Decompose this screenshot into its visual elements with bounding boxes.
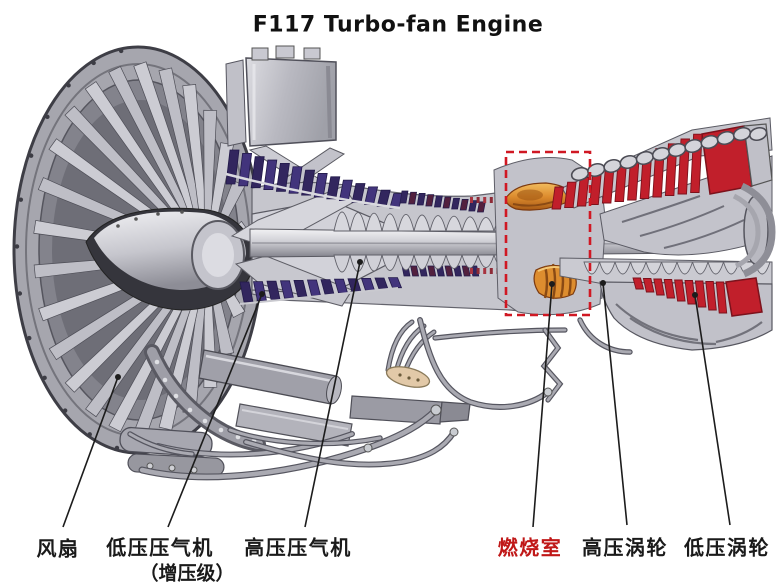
leader-lines [62, 259, 731, 528]
label-hpt: 高压涡轮 [582, 535, 668, 560]
booster-section [225, 149, 486, 305]
label-fan: 风扇 [36, 536, 80, 561]
turbine-section [551, 117, 776, 351]
diagram-title: F117 Turbo-fan Engine [252, 12, 544, 38]
turbine-blades-bottom [632, 277, 728, 314]
label-lpc: 低压压气机 [106, 535, 214, 560]
label-lpt: 低压涡轮 [684, 535, 770, 560]
accessory-gearbox [119, 317, 633, 481]
label-combustor: 燃烧室 [497, 535, 563, 560]
label-lpc-sub: （增压级） [139, 562, 235, 585]
fan-case-rivets [14, 48, 124, 451]
combustor-highlight-box [504, 150, 592, 317]
fan-assembly [12, 45, 264, 455]
fuel-oil-pipes [127, 317, 633, 481]
fan-frame-rivets [154, 359, 257, 444]
turbine-case-links [570, 126, 768, 182]
label-hpc: 高压压气机 [244, 535, 352, 560]
spinner-cone [85, 207, 255, 311]
